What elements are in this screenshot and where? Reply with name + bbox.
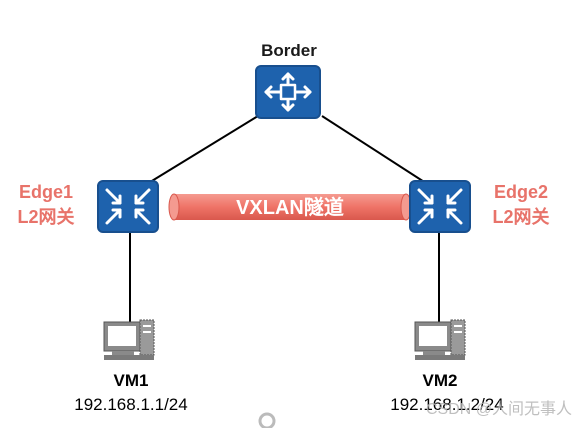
vm1-computer — [103, 319, 155, 360]
vm1-name: VM1 — [114, 371, 149, 390]
border-label: Border — [261, 41, 317, 60]
vm1-ip: 192.168.1.1/24 — [74, 395, 187, 414]
edge1-switch — [97, 180, 159, 233]
border-router — [255, 65, 321, 119]
vm2-name: VM2 — [423, 371, 458, 390]
watermark-text: CSDN @人间无事人 — [426, 400, 572, 418]
computer-icon — [414, 319, 466, 360]
router-icon — [264, 72, 312, 112]
vm2-computer — [414, 319, 466, 360]
edge2-role: L2网关 — [492, 206, 549, 227]
tunnel-label: VXLAN隧道 — [236, 195, 344, 219]
watermark: CSDN @人间无事人 — [258, 400, 572, 428]
vm2-ip: 192.168.1.2/24 — [390, 395, 503, 414]
edge2-switch — [409, 180, 471, 233]
vxlan-tunnel: VXLAN隧道 — [168, 193, 412, 221]
link-border-edge2 — [321, 115, 433, 188]
edge1-role: L2网关 — [17, 206, 74, 227]
edge1-name: Edge1 — [19, 182, 73, 202]
watermark-logo-icon — [258, 412, 276, 428]
switch-icon — [105, 188, 151, 225]
edge2-name: Edge2 — [494, 182, 548, 202]
link-border-edge1 — [141, 115, 259, 188]
switch-icon — [417, 188, 463, 225]
computer-icon — [103, 319, 155, 360]
